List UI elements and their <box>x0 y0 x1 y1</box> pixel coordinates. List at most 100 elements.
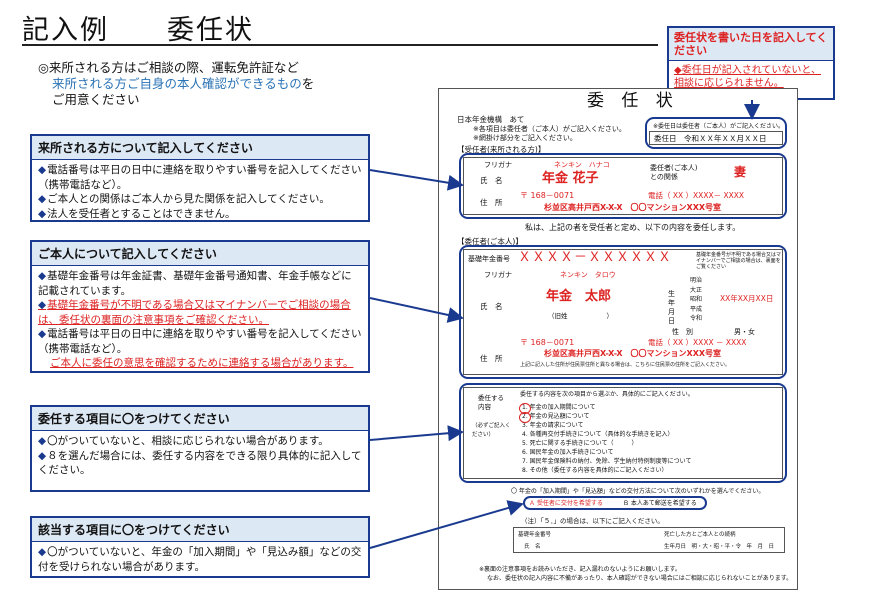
date-field[interactable]: 委任日 令和ＸＸ年ＸＸ月ＸＸ日 <box>649 131 783 145</box>
address-label: 住 所 <box>480 198 503 207</box>
deceased-relation-label: 死亡した方とご本人との続柄 <box>664 532 736 538</box>
agent-furigana[interactable]: ネンキン ハナコ <box>554 161 610 169</box>
delegate-option[interactable]: 5. 死亡に関する手続きについて（ ） <box>522 440 638 447</box>
pension-no[interactable]: ＸＸＸＸ－ＸＸＸＸＸＸ <box>518 250 673 265</box>
principal-address[interactable]: 杉並区高井戸西X-X-X 〇〇マンションXXX号室 <box>544 349 722 358</box>
arrow-applicable <box>369 500 524 549</box>
delegate-option[interactable]: 2. 年金の見込額について <box>522 413 590 420</box>
statement: 私は、上記の者を受任者と定め、以下の内容を委任します。 <box>525 223 741 232</box>
callout-visitor-item: ご本人との関係はご本人から見た関係を記入してください。 <box>38 192 362 207</box>
callout-date-body: ◆委任日が記入されていないと、相談に応じられません。 <box>674 65 821 89</box>
address-label: 住 所 <box>480 354 503 363</box>
callout-principal-item: 電話番号は平日の日中に連絡を取りやすい番号を記入してください（携帯電話など）。 <box>38 327 362 356</box>
issue-option-a[interactable]: Ａ 受任者に交付を希望する <box>529 500 603 507</box>
callout-applicable-header: 該当する項目に〇をつけてください <box>32 518 368 542</box>
callout-principal-note: ご本人に委任の意思を確認するために連絡する場合があります。 <box>50 357 354 369</box>
callout-principal-item: 基礎年金番号は年金証書、基礎年金番号通知書、年金手帳などに記載されています。 <box>38 269 362 298</box>
callout-date: 委任状を書いた日を記入してください ◆委任日が記入されていないと、相談に応じられ… <box>667 26 835 100</box>
date-value: 令和ＸＸ年ＸＸ月ＸＸ日 <box>684 134 767 143</box>
relation-value[interactable]: 妻 <box>734 165 747 179</box>
callout-delegate: 委任する項目に〇をつけてください 〇がついていないと、相談に応じられない場合があ… <box>30 405 370 492</box>
callout-principal-header: ご本人について記入してください <box>32 242 368 266</box>
pension-no-label: 基礎年金番号 <box>468 255 510 263</box>
issue-question: 〇 年金の「加入期間」や「見込額」などの交付方法について次のいずれかを選んでくだ… <box>511 488 765 495</box>
agent-name[interactable]: 年金 花子 <box>542 171 599 186</box>
furigana-label: フリガナ <box>484 161 512 169</box>
intro-line1: ◎来所される方はご相談の際、運転免許証など <box>38 60 299 75</box>
agent-table: フリガナ ネンキン ハナコ 氏 名 年金 花子 委任者(ご本人)との関係 妻 住… <box>463 157 783 215</box>
agent-phone[interactable]: 電話（ XX ）XXXX－ XXXX <box>648 191 745 200</box>
relation-label: 委任者(ご本人)との関係 <box>650 164 698 181</box>
principal-phone[interactable]: 電話（ XX ）XXXX － XXXX <box>648 338 747 347</box>
delegate-option[interactable]: 1. 年金の加入期間について <box>522 404 596 411</box>
name-label: 氏 名 <box>480 176 503 185</box>
callout-principal-warning: 基礎年金番号が不明である場合又はマイナンバーでご相談の場合は、委任状の裏面の注意… <box>38 298 362 327</box>
old-surname: （旧姓 ） <box>548 312 613 320</box>
era-list[interactable]: 明治 大正 昭和 平成 令和 <box>690 276 702 324</box>
era-option[interactable]: 昭和 <box>690 296 703 303</box>
form-title: 委 任 状 <box>587 91 679 111</box>
era-option[interactable]: 令和 <box>690 315 703 322</box>
callout-delegate-item: 〇がついていないと、相談に応じられない場合があります。 <box>38 434 362 449</box>
gender-label: 性 別 <box>672 328 693 336</box>
delegate-option[interactable]: 8. その他（委任する内容を具体的にご記入ください） <box>522 467 668 474</box>
delegate-option[interactable]: 3. 年金の請求について <box>522 422 584 429</box>
delegate-option[interactable]: 7. 国民年金保険料の納付、免除、学生納付特例制度等について <box>522 458 692 465</box>
callout-visitor-header: 来所される方について記入してください <box>32 136 368 160</box>
delegate-list: 1. 年金の加入期間について 2. 年金の見込額について 3. 年金の請求につい… <box>522 403 691 475</box>
page-title: 記入例 委任状 <box>22 15 254 46</box>
callout-applicable: 該当する項目に〇をつけてください 〇がついていないと、年金の「加入期間」や「見込… <box>30 516 370 578</box>
arrow-delegate <box>369 425 464 442</box>
mynumber-note: 基礎年金番号が不明である場合又はマイナンバーでご相談の場合は、裏面をご覧ください <box>696 252 781 270</box>
principal-name[interactable]: 年金 太郎 <box>546 289 612 304</box>
furigana-label: フリガナ <box>484 271 512 279</box>
era-option[interactable]: 平成 <box>690 305 703 313</box>
date-note: ※委任日は委任者（ご本人）がご記入ください。 <box>653 123 785 130</box>
name-label: 氏 名 <box>480 302 503 311</box>
issue-option-b[interactable]: Ｂ 本人あて郵送を希望する <box>623 500 697 507</box>
section-principal: 【委任者(ご本人)】 <box>457 237 523 246</box>
arrow-principal <box>369 297 464 323</box>
intro-line3: ご用意ください <box>52 92 140 107</box>
section-agent: 【受任者(来所される方)】 <box>457 145 546 154</box>
form-addressee: 日本年金機構 あて <box>457 115 525 124</box>
callout-visitor: 来所される方について記入してください 電話番号は平日の日中に連絡を取りやすい番号… <box>30 134 370 222</box>
callout-delegate-item: ８を選んだ場合には、委任する内容をできる限り具体的に記入してください。 <box>38 449 362 478</box>
agent-address[interactable]: 杉並区高井戸西X-X-X 〇〇マンションXXX号室 <box>544 203 722 212</box>
principal-furigana[interactable]: ネンキン タロウ <box>560 271 616 279</box>
footer-note: ※裏面の注意事項をお読みいただき、記入漏れのないようにお願いします。 <box>479 566 681 573</box>
address-note: 上記に記入した住所が住民票住所と異なる場合は、こちらに住民票の住所をご記入くださ… <box>520 362 731 368</box>
era-option[interactable]: 明治 <box>690 277 703 284</box>
callout-visitor-item: 電話番号は平日の日中に連絡を取りやすい番号を記入してください（携帯電話など）。 <box>38 163 362 192</box>
intro-line2-end: を <box>301 76 315 91</box>
principal-postal[interactable]: 〒 168－0071 <box>520 338 575 347</box>
deceased-name-label: 氏 名 <box>524 544 541 550</box>
agent-postal[interactable]: 〒 168－0071 <box>520 191 575 200</box>
delegate-label: 委任する内容 <box>478 394 504 411</box>
deceased-pension-label: 基礎年金番号 <box>518 532 552 538</box>
delegate-heading: 委任する内容を次の項目から選ぶか、具体的にご記入ください。 <box>520 391 694 398</box>
title-underline <box>22 44 658 46</box>
birth-value[interactable]: XX年XX月XX日 <box>720 294 774 303</box>
intro-line2-blue: 来所される方ご自身の本人確認ができるもの <box>52 76 302 91</box>
deceased-birth-label: 生年月日 明・大・昭・平・令 年 月 日 <box>664 544 775 550</box>
circle-mark <box>519 412 531 423</box>
deceased-table: 基礎年金番号 死亡した方とご本人との続柄 氏 名 生年月日 明・大・昭・平・令 … <box>513 527 785 553</box>
delegate-option[interactable]: 6. 国民年金の加入手続きについて <box>522 449 614 456</box>
form-note: ※網掛け部分をご記入ください。 <box>473 134 577 142</box>
date-highlight <box>645 117 787 149</box>
date-label: 委任日 <box>654 134 677 143</box>
arrow-visitor <box>369 169 464 191</box>
issue-highlight <box>523 496 707 510</box>
delegate-option[interactable]: 4. 各種再交付手続きについて（具体的な手続きを記入） <box>522 431 674 438</box>
callout-date-header: 委任状を書いた日を記入してください <box>669 28 833 61</box>
era-option[interactable]: 大正 <box>690 286 703 294</box>
footer-note: なお、委任状の記入内容に不備があったり、本人確認ができない場合にはご相談に応じら… <box>487 575 793 582</box>
callout-principal: ご本人について記入してください 基礎年金番号は年金証書、基礎年金番号通知書、年金… <box>30 240 370 373</box>
intro-text: ◎来所される方はご相談の際、運転免許証など 来所される方ご自身の本人確認ができる… <box>38 60 368 108</box>
gender-value[interactable]: 男・女 <box>734 328 755 336</box>
callout-delegate-header: 委任する項目に〇をつけてください <box>32 407 368 431</box>
note5: （注）「５．」の場合は、以下にご記入ください。 <box>521 517 664 525</box>
principal-table: 基礎年金番号 ＸＸＸＸ－ＸＸＸＸＸＸ 基礎年金番号が不明である場合又はマイナンバ… <box>463 249 783 375</box>
